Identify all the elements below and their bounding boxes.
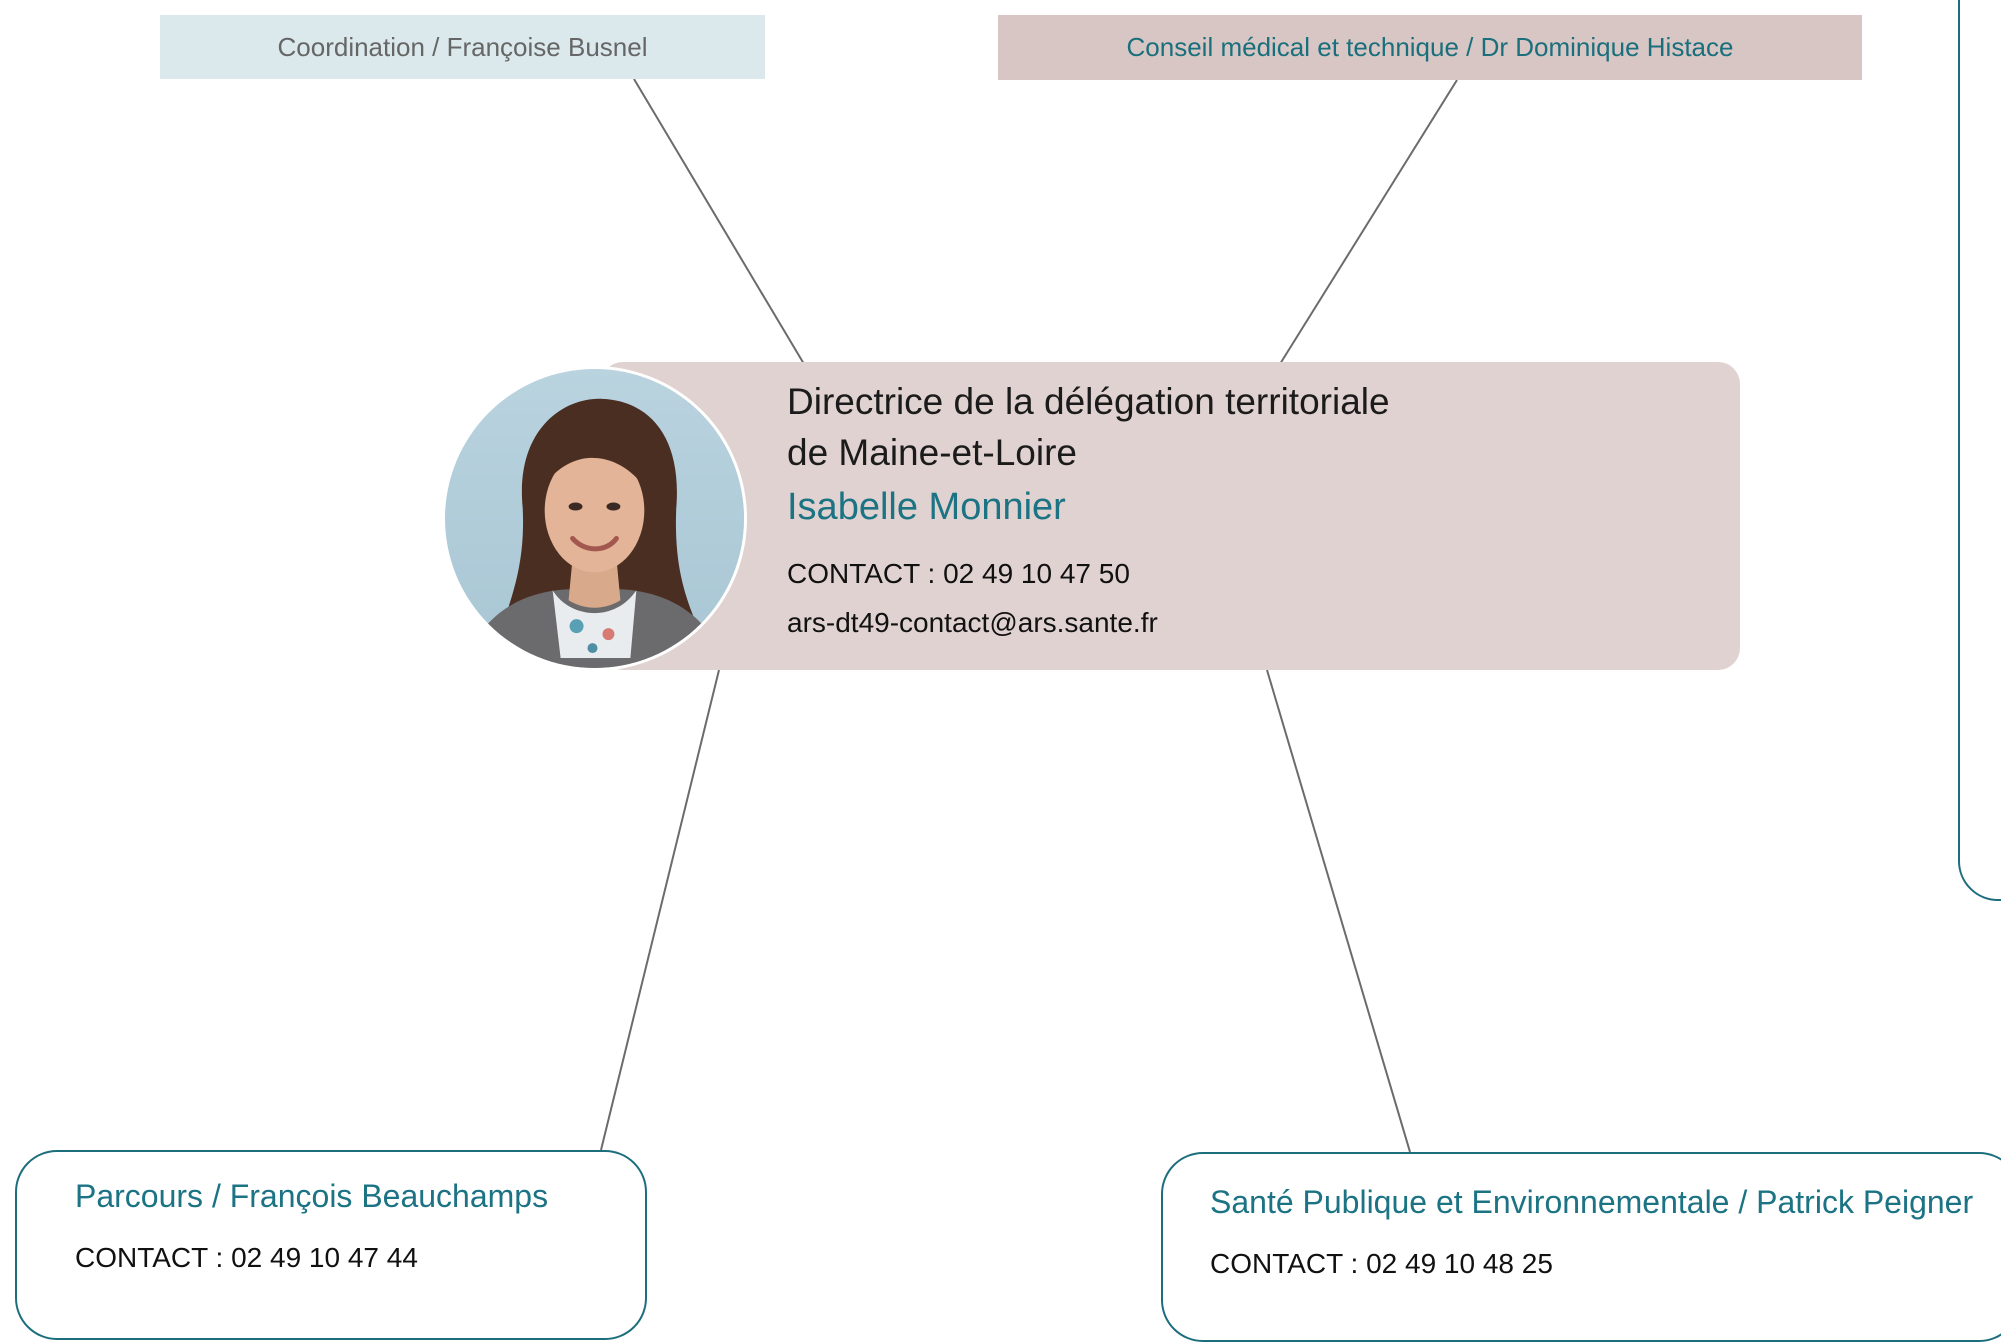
- director-portrait: [442, 366, 747, 671]
- director-title-line2: de Maine-et-Loire: [787, 432, 1077, 473]
- parcours-title: Parcours / François Beauchamps: [75, 1178, 549, 1214]
- coordination-box: Coordination / Françoise Busnel: [160, 15, 765, 79]
- portrait-image: [445, 369, 744, 668]
- director-card: Directrice de la délégation territoriale…: [601, 362, 1740, 670]
- connector-sante: [1266, 669, 1411, 1153]
- director-email[interactable]: ars-dt49-contact@ars.sante.fr: [787, 607, 1158, 638]
- parcours-contact: CONTACT : 02 49 10 47 44: [75, 1242, 418, 1273]
- parcours-box: Parcours / François Beauchamps CONTACT :…: [15, 1150, 647, 1340]
- director-phone: CONTACT : 02 49 10 47 50: [787, 558, 1130, 589]
- conseil-label: Conseil médical et technique / Dr Domini…: [1126, 32, 1734, 62]
- sante-box: Santé Publique et Environnementale / Pat…: [1161, 1152, 2001, 1342]
- director-name: Isabelle Monnier: [787, 486, 1066, 528]
- sante-title: Santé Publique et Environnementale / Pat…: [1210, 1184, 1974, 1220]
- sante-contact: CONTACT : 02 49 10 48 25: [1210, 1248, 1553, 1279]
- conseil-box: Conseil médical et technique / Dr Domini…: [998, 15, 1862, 80]
- director-title-line1: Directrice de la délégation territoriale: [787, 381, 1390, 422]
- connector-parcours: [600, 669, 720, 1151]
- coordination-label: Coordination / Françoise Busnel: [277, 31, 648, 62]
- director-title: Directrice de la délégation territoriale…: [787, 376, 1390, 478]
- connector-conseil: [1279, 79, 1458, 365]
- right-frame-panel: [1958, 0, 2001, 901]
- connector-coordination: [633, 78, 805, 365]
